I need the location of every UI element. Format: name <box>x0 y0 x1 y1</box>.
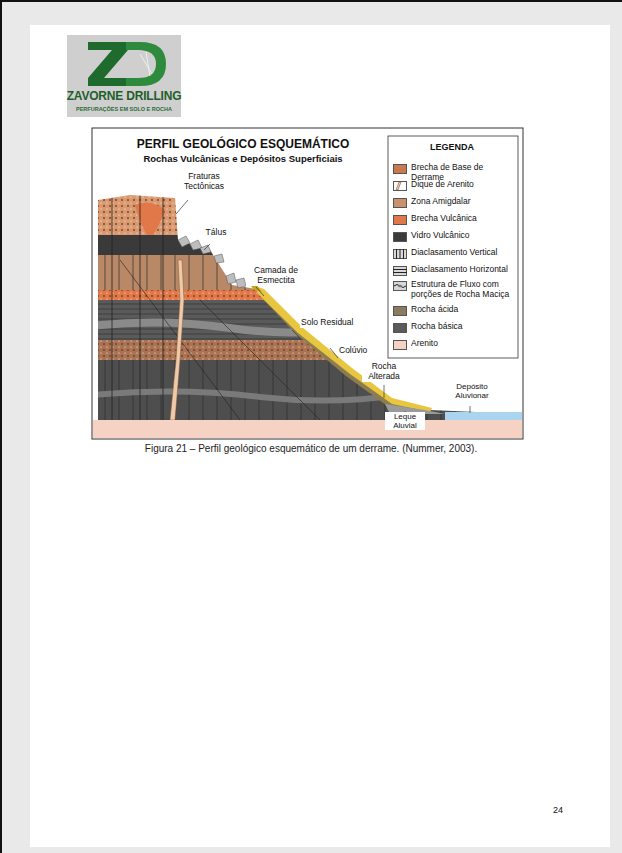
legend-pattern-swatch <box>393 266 407 276</box>
legend-pattern-swatch <box>393 281 407 291</box>
legend-text: Vidro Vulcânico <box>411 231 515 241</box>
feature-label: Colúvio <box>338 346 368 356</box>
legend-text: Arenito <box>411 339 515 349</box>
legend-text: Brecha Vulcânica <box>411 214 515 224</box>
legend-swatch <box>393 164 407 174</box>
legend-swatch <box>393 215 407 225</box>
company-logo <box>67 35 181 117</box>
legend-box <box>388 136 518 358</box>
legend-text: Dique de Arenito <box>411 180 515 190</box>
logo-name: ZAVORNE DRILLING <box>67 90 182 104</box>
legend-text: Estrutura de Fluxo com porções de Rocha … <box>411 280 515 300</box>
feature-label: Rocha Alterada <box>362 362 406 382</box>
figure-title: PERFIL GEOLÓGICO ESQUEMÁTICO <box>137 138 349 152</box>
alluvial-water <box>445 412 522 420</box>
feature-label: Tálus <box>205 228 228 238</box>
logo-tagline: PERFURAÇÕES EM SOLO E ROCHA <box>76 106 172 112</box>
legend-text: Zona Amigdalar <box>411 197 515 207</box>
legend-text: Rocha ácida <box>411 305 515 315</box>
feature-label: Leque Aluvial <box>385 412 425 430</box>
legend-text: Diaclasamento Vertical <box>411 248 515 258</box>
legend-pattern-swatch <box>393 249 407 259</box>
legend-swatch <box>393 340 407 350</box>
figure-subtitle: Rochas Vulcânicas e Depósitos Superficia… <box>143 154 342 165</box>
sandstone-base <box>93 420 522 438</box>
page-number: 24 <box>553 805 563 815</box>
legend-heading: LEGENDA <box>430 142 474 152</box>
legend-swatch <box>393 232 407 242</box>
talus-blocks <box>178 236 246 288</box>
feature-label: Solo Residual <box>300 318 354 328</box>
feature-label: Depósito Aluvionar <box>446 382 498 400</box>
legend-text: Rocha básica <box>411 322 515 332</box>
legend-text: Diaclasamento Horizontal <box>411 265 515 275</box>
feature-label: Fraturas Tectônicas <box>173 172 235 192</box>
legend-swatch <box>393 323 407 333</box>
figure-caption: Figura 21 – Perfil geológico esquemático… <box>145 443 477 455</box>
figure-frame <box>92 128 523 439</box>
feature-label: Camada de Esmectita <box>246 266 306 286</box>
legend-swatch <box>393 306 407 316</box>
legend-swatch <box>393 198 407 208</box>
legend-pattern-swatch <box>393 181 407 191</box>
